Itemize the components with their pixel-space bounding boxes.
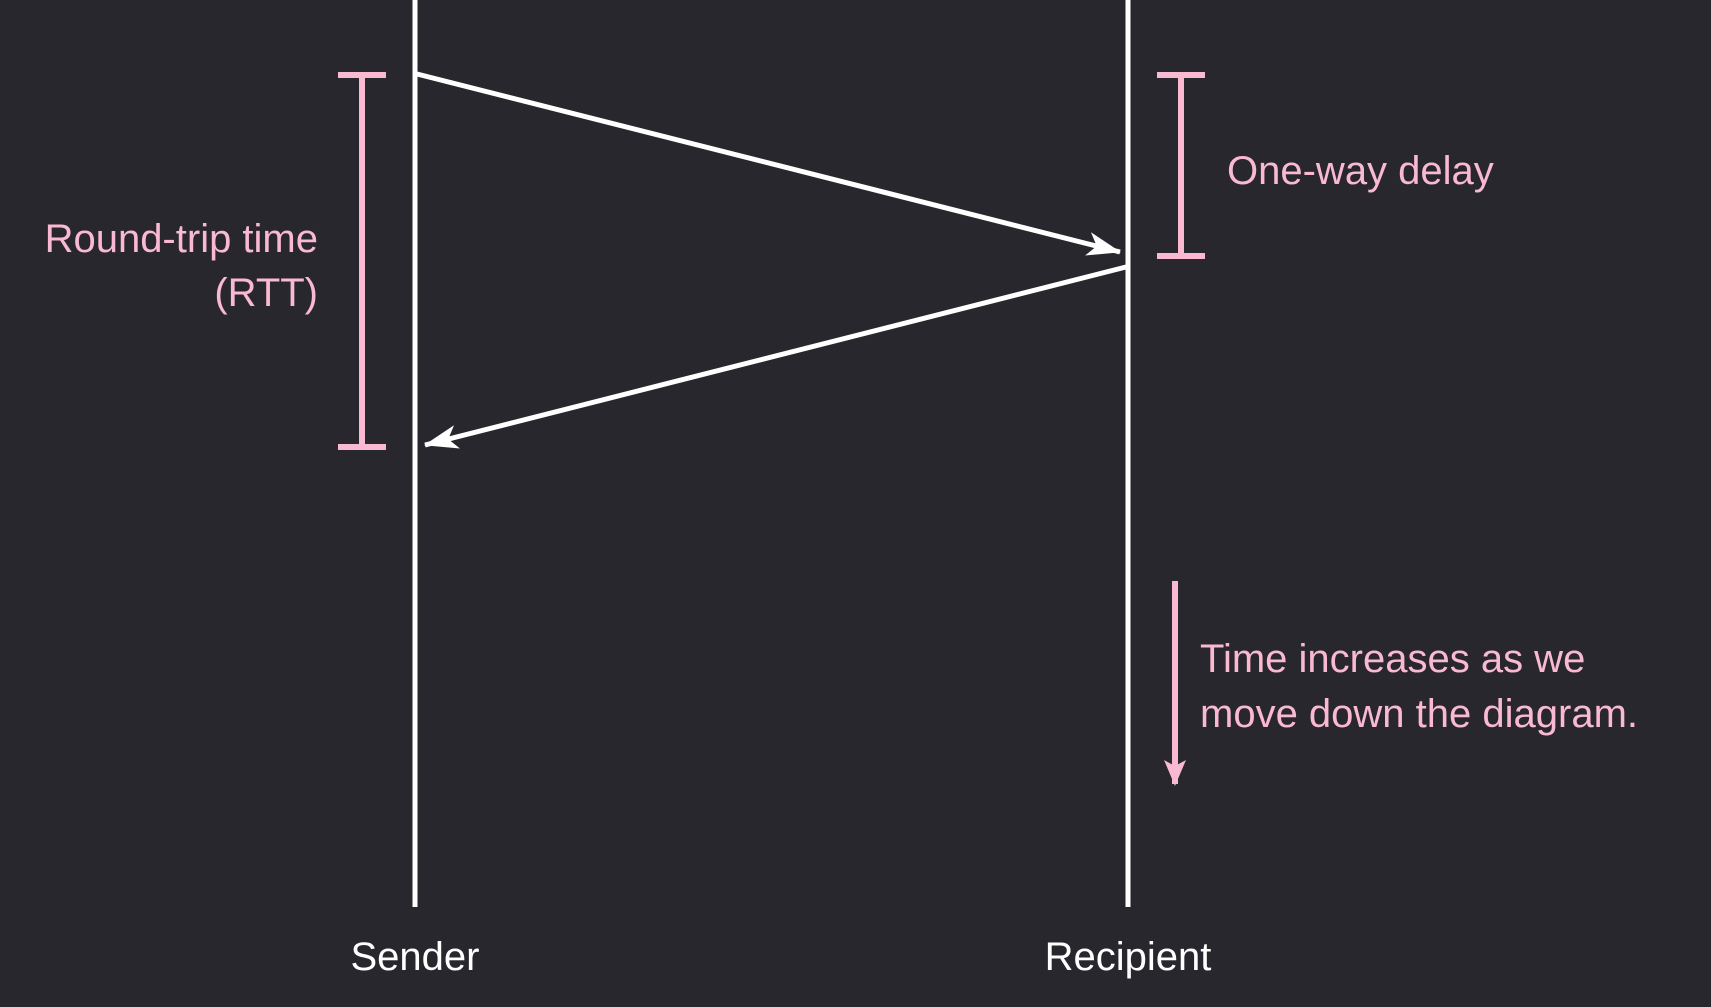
time-note-line1: Time increases as we	[1200, 637, 1585, 681]
rtt-label-line1: Round-trip time	[45, 217, 318, 261]
time-note-line2: move down the diagram.	[1200, 692, 1638, 736]
one-way-delay-bracket	[1157, 72, 1205, 259]
recipient-label: Recipient	[1045, 935, 1212, 979]
response-message-arrow	[424, 264, 1127, 449]
request-message-arrow	[416, 71, 1121, 256]
rtt-bracket	[338, 72, 386, 450]
one-way-delay-label: One-way delay	[1227, 149, 1494, 193]
sender-label: Sender	[351, 935, 480, 979]
rtt-label-line2: (RTT)	[214, 271, 318, 315]
